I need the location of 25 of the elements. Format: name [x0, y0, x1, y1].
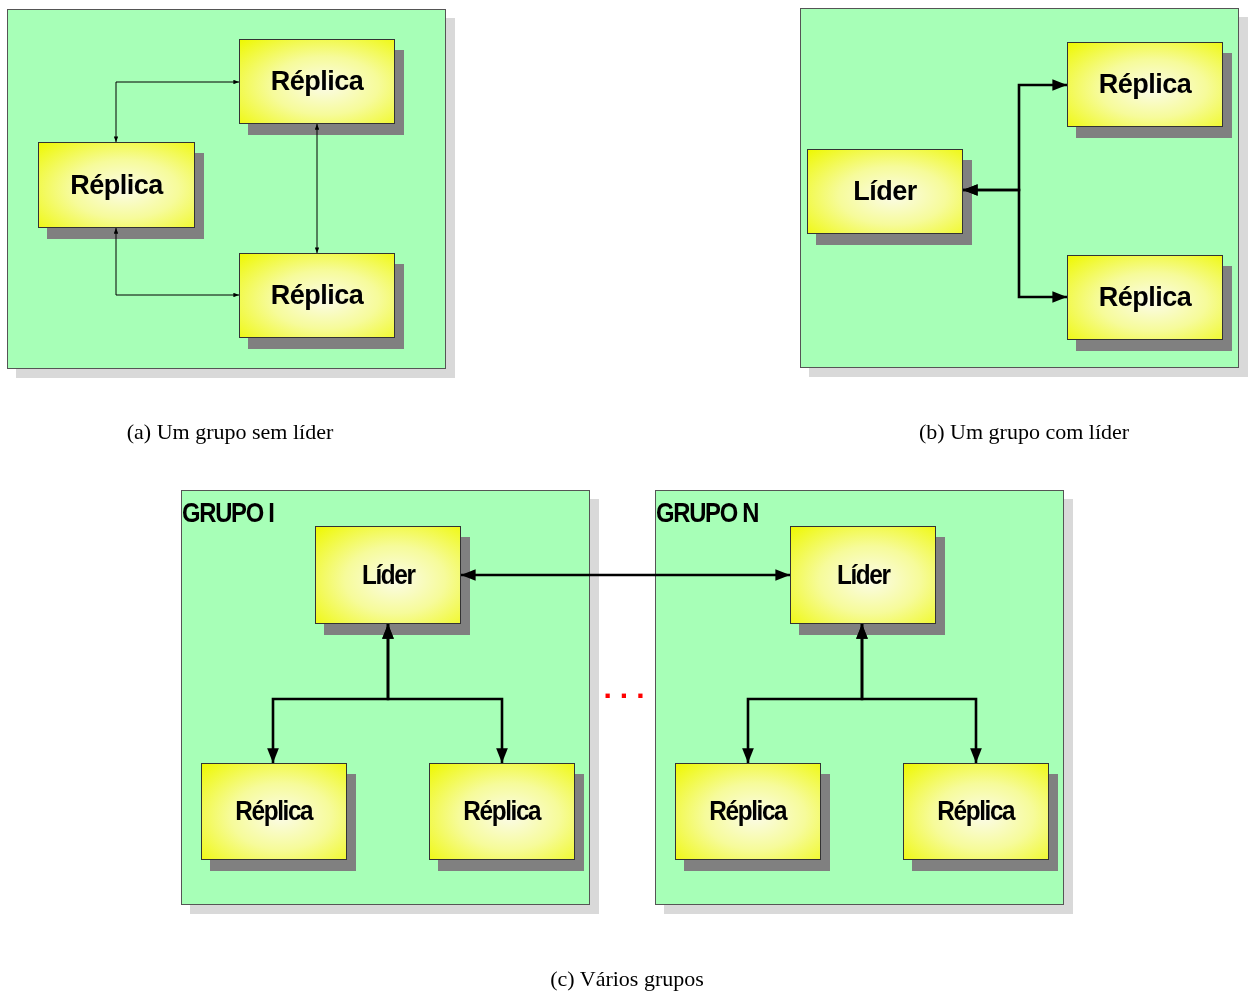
subfigure-caption: (c) Vários grupos — [550, 966, 704, 992]
box-label: Réplica — [1098, 282, 1192, 313]
box-label: Réplica — [709, 796, 787, 827]
box-label: Réplica — [70, 169, 163, 201]
box-label: Réplica — [270, 280, 364, 311]
box-label: Réplica — [270, 66, 364, 97]
box-label: Réplica — [937, 796, 1015, 827]
subfigure-caption: (b) Um grupo com líder — [918, 419, 1130, 445]
arrow — [856, 624, 982, 763]
box-label: Réplica — [235, 796, 313, 827]
ellipsis-mark: ... — [603, 671, 653, 705]
arrow — [113, 79, 240, 143]
arrow — [113, 227, 240, 298]
group-heading: GRUPO I — [182, 497, 274, 529]
arrow — [382, 624, 508, 763]
box-label: Líder — [853, 176, 917, 207]
box-label: Réplica — [463, 796, 541, 827]
arrow — [461, 569, 790, 581]
box-label: Réplica — [1098, 69, 1192, 100]
box-label: Líder — [361, 559, 415, 591]
group-heading: GRUPO N — [656, 497, 759, 529]
subfigure-caption: (a) Um grupo sem líder — [126, 419, 334, 445]
box-label: Líder — [836, 559, 890, 591]
arrow — [963, 184, 1067, 303]
arrow — [314, 123, 320, 254]
